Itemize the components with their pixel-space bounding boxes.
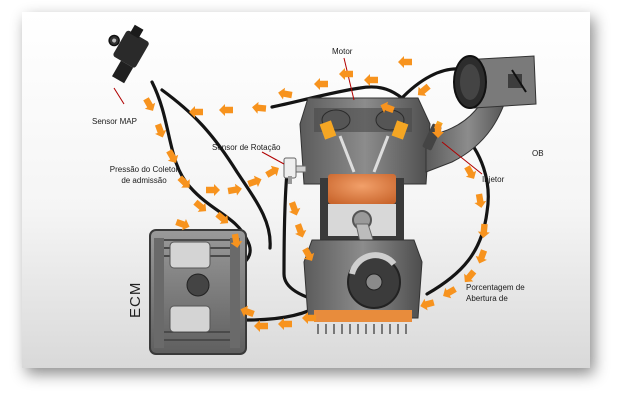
injetor-leader	[441, 141, 483, 175]
label-porcentagem-line1: Porcentagem de	[466, 283, 525, 292]
label-porcentagem-line2: Abertura de	[466, 294, 508, 303]
label-pressao-coletor: Pressão do Coletor de admissão	[84, 164, 204, 186]
diagram-card: Sensor MAP Motor Sensor de Rotação Press…	[22, 12, 590, 368]
engine-icon	[299, 97, 431, 334]
sensor-map-leader	[113, 87, 125, 105]
label-motor: Motor	[332, 47, 353, 56]
label-ob: OB	[532, 149, 544, 158]
label-pressao-line1: Pressão do Coletor	[109, 165, 179, 174]
label-sensor-rotacao: Sensor de Rotação	[212, 143, 281, 152]
label-ecm: ECM	[127, 281, 144, 318]
sensor-rotacao-leader	[261, 151, 285, 165]
wiring-harness	[150, 67, 497, 322]
motor-leader	[343, 57, 355, 101]
sensor-map-icon	[108, 24, 149, 84]
label-sensor-map: Sensor MAP	[92, 117, 137, 126]
label-pressao-line2: de admissão	[121, 176, 167, 185]
label-porcentagem: Porcentagem de Abertura de	[466, 282, 525, 304]
ecm-unit-icon	[149, 229, 247, 355]
label-injetor: Injetor	[482, 175, 505, 184]
throttle-body-icon	[425, 55, 537, 173]
rotation-sensor-icon	[283, 157, 307, 184]
engine-diagram	[22, 12, 590, 368]
